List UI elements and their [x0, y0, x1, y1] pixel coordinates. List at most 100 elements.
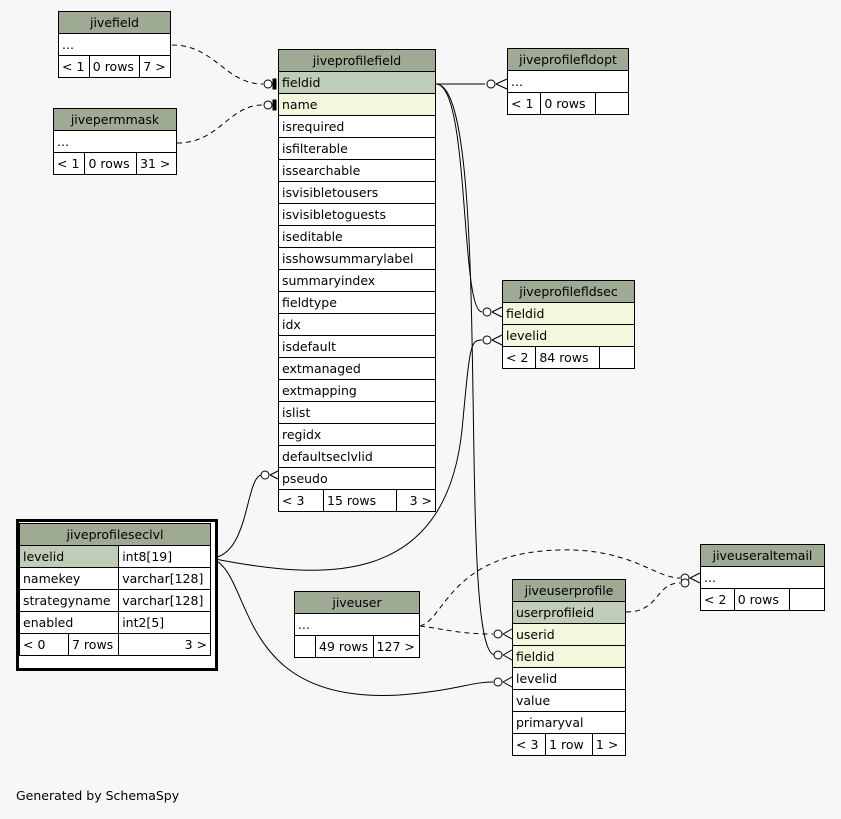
stat-parents: < 3	[278, 489, 324, 512]
marker-circle	[493, 677, 503, 687]
stat-parents: < 1	[58, 55, 90, 78]
stat-children: 1 >	[591, 733, 627, 756]
column-name: enabled	[18, 611, 120, 634]
table-header[interactable]: jiveprofilefldopt	[507, 48, 629, 71]
marker-bar	[272, 99, 277, 111]
table-jivepermmask[interactable]: jivepermmask ... < 1 0 rows 31 >	[52, 108, 177, 175]
stat-parents: < 0	[19, 633, 69, 656]
stat-children: 31 >	[136, 152, 177, 175]
stat-rows: 49 rows	[315, 635, 374, 658]
stat-rows: 0 rows	[88, 55, 141, 78]
column-row: value	[512, 689, 626, 712]
column-row: iseditable	[278, 225, 436, 248]
marker-crowfoot	[495, 78, 508, 90]
link-seclvl-userprofile-levelid	[209, 557, 494, 696]
stat-parents: < 1	[506, 92, 542, 115]
table-header[interactable]: jiveuser	[294, 591, 420, 614]
marker-circle	[486, 79, 496, 89]
table-header[interactable]: jiveprofileseclvl	[19, 523, 211, 546]
column-row: extmanaged	[278, 357, 436, 380]
stat-parents: < 2	[501, 346, 537, 369]
column-type: int2[5]	[118, 611, 211, 634]
link-jivefield-fieldid	[171, 44, 264, 85]
table-jiveprofilefldsec[interactable]: jiveprofilefldsec fieldid levelid < 2 84…	[501, 280, 635, 369]
column-row: islist	[278, 401, 436, 424]
marker-crowfoot	[689, 572, 701, 584]
marker-bar	[272, 78, 277, 90]
column-row: fieldid	[512, 645, 626, 668]
column-row: extmapping	[278, 379, 436, 402]
column-row: levelid	[502, 324, 635, 347]
column-row: idx	[278, 313, 436, 336]
column-row: userprofileid	[512, 601, 626, 624]
generated-by-credit: Generated by SchemaSpy	[16, 788, 180, 803]
column-row: primaryval	[512, 711, 626, 734]
column-name: strategyname	[18, 589, 120, 612]
link-jivepermmask-name	[176, 104, 264, 144]
marker-circle	[493, 629, 503, 639]
link-seclvl-fldsec-levelid	[209, 339, 483, 571]
column-row: issearchable	[278, 159, 436, 182]
stat-rows: 0 rows	[733, 588, 791, 611]
column-row: userid	[512, 623, 626, 646]
table-jivefield[interactable]: jivefield ... < 1 0 rows 7 >	[58, 11, 171, 78]
table-header[interactable]: jiveprofilefldsec	[502, 280, 635, 303]
column-row: isrequired	[278, 115, 436, 138]
column-row: summaryindex	[278, 269, 436, 292]
column-row: isshowsummarylabel	[278, 247, 436, 270]
table-jiveuserprofile[interactable]: jiveuserprofile userprofileid userid fie…	[511, 579, 627, 756]
column-row: regidx	[278, 423, 436, 446]
table-header[interactable]: jiveprofilefield	[278, 49, 436, 72]
table-header[interactable]: jivepermmask	[53, 108, 177, 131]
link-seclvl-defaultseclvlid	[209, 474, 263, 559]
marker-circle	[263, 79, 273, 89]
column-row: ...	[294, 613, 420, 636]
stat-children	[599, 346, 635, 369]
table-jiveuser[interactable]: jiveuser ... 49 rows 127 >	[294, 591, 421, 658]
link-jiveuser-userid	[419, 625, 494, 635]
stat-parents	[294, 635, 316, 658]
marker-crowfoot	[491, 334, 503, 346]
table-jiveuseraltemail[interactable]: jiveuseraltemail ... < 2 0 rows	[700, 544, 825, 611]
stat-rows: 7 rows	[67, 633, 120, 656]
column-row: ...	[507, 70, 629, 93]
column-row: isdefault	[278, 335, 436, 358]
marker-circle	[493, 650, 503, 660]
stat-rows: 84 rows	[535, 346, 600, 369]
column-row: ...	[700, 566, 825, 589]
link-jiveuser-altemail	[419, 549, 681, 627]
stat-children: 3 >	[118, 633, 211, 656]
table-header[interactable]: jivefield	[58, 11, 171, 34]
column-name: levelid	[18, 545, 120, 568]
table-header[interactable]: jiveuserprofile	[512, 579, 626, 602]
marker-crowfoot	[491, 306, 503, 318]
stat-rows: 0 rows	[540, 92, 596, 115]
stat-parents: < 1	[52, 152, 86, 175]
table-header[interactable]: jiveuseraltemail	[700, 544, 825, 567]
column-row: isfilterable	[278, 137, 436, 160]
marker-crowfoot	[502, 676, 513, 688]
column-name: namekey	[18, 567, 120, 590]
column-row: pseudo	[278, 467, 436, 490]
stat-children	[595, 92, 629, 115]
table-jiveprofileseclvl[interactable]: jiveprofileseclvl levelid int8[19] namek…	[18, 523, 211, 656]
table-jiveprofilefldopt[interactable]: jiveprofilefldopt ... < 1 0 rows	[506, 48, 629, 115]
column-row: levelid	[512, 667, 626, 690]
column-row: defaultseclvlid	[278, 445, 436, 468]
table-jiveprofilefield[interactable]: jiveprofilefield fieldid name isrequired…	[278, 49, 436, 512]
column-type: int8[19]	[118, 545, 211, 568]
marker-circle	[263, 100, 273, 110]
column-row: fieldtype	[278, 291, 436, 314]
marker-circle	[680, 578, 690, 588]
stat-children	[789, 588, 825, 611]
column-row: fieldid	[502, 302, 635, 325]
marker-crowfoot	[502, 628, 513, 640]
column-row: isvisibletousers	[278, 181, 436, 204]
column-type: varchar[128]	[118, 567, 211, 590]
column-row: ...	[58, 33, 171, 56]
stat-parents: < 2	[700, 588, 735, 611]
stat-children: 3 >	[396, 489, 436, 512]
stat-rows: 0 rows	[84, 152, 137, 175]
stat-rows: 15 rows	[322, 489, 398, 512]
